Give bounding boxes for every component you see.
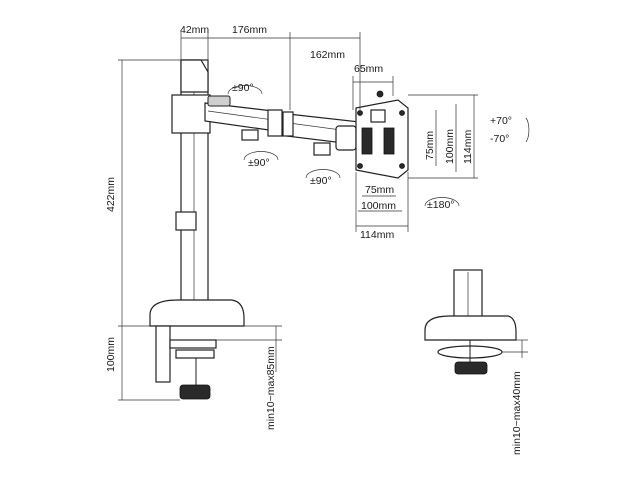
vesa-plate <box>355 90 409 179</box>
dim-vesa-depth: 65mm <box>354 63 383 75</box>
grommet-mount <box>424 269 517 375</box>
dim-clamp-height: 100mm <box>105 337 117 372</box>
desk-clamp-left <box>149 299 245 400</box>
rotation-arrows <box>227 85 530 207</box>
dim-offset-top: 42mm <box>180 24 209 36</box>
rot-tilt-up: +70° <box>490 115 512 127</box>
arm-segment-2 <box>267 109 361 156</box>
dim-arm-2: 162mm <box>310 49 345 61</box>
rot-elbow-1: ±90° <box>248 157 270 169</box>
dim-vesa-small-w: 75mm <box>365 184 394 196</box>
dim-grommet-range: min10~max40mm <box>511 371 523 455</box>
rot-elbow-2: ±90° <box>310 175 332 187</box>
dim-pole-height: 422mm <box>105 177 117 212</box>
pole <box>171 59 211 319</box>
dimension-lines <box>118 32 528 401</box>
dim-plate-w: 114mm <box>360 229 394 241</box>
dim-desk-clamp-range: min10~max85mm <box>265 346 277 430</box>
rot-pole-joint: ±90° <box>232 82 254 94</box>
rot-tilt-down: -70° <box>490 133 509 145</box>
dim-plate-h: 114mm <box>462 130 474 164</box>
dim-vesa-large-h: 100mm <box>444 129 456 164</box>
rot-swivel: ±180° <box>427 199 454 211</box>
dim-arm-1: 176mm <box>232 24 267 36</box>
dim-vesa-small-h: 75mm <box>424 131 436 160</box>
dim-vesa-large-w: 100mm <box>361 200 396 212</box>
